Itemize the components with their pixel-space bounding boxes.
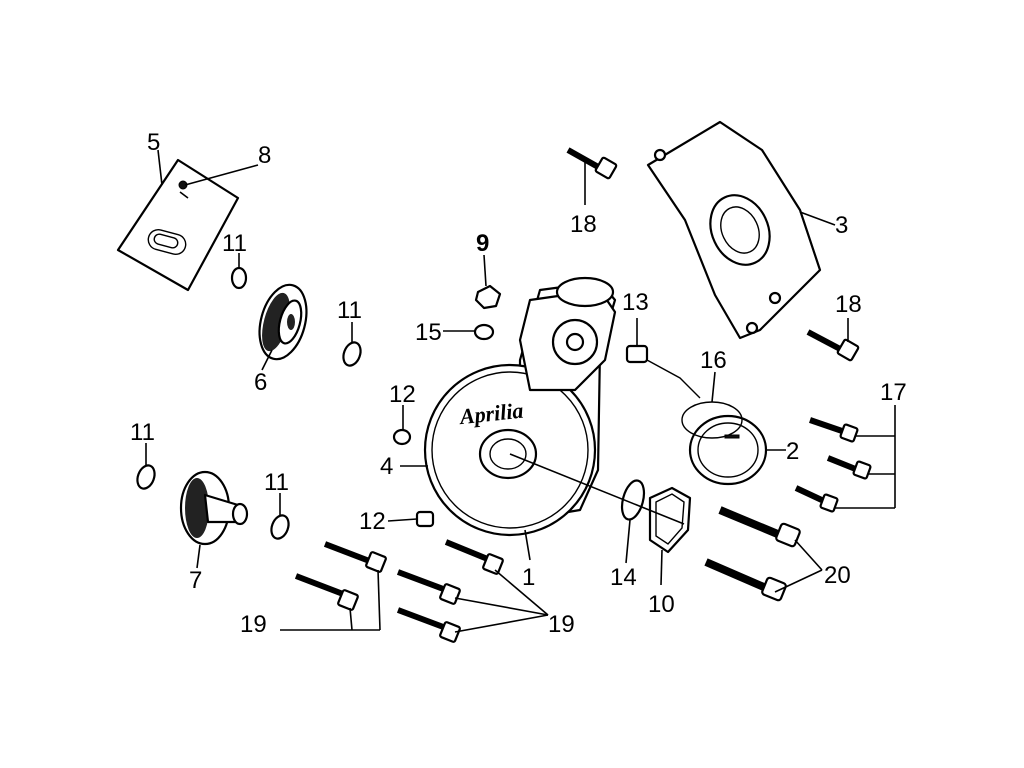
part-14-gasket	[620, 479, 646, 521]
bolt-19c	[444, 539, 504, 575]
bolt-19e	[396, 607, 461, 643]
part-3-upper-cover	[646, 120, 822, 340]
label-10: 10	[648, 591, 675, 618]
label-15: 15	[415, 319, 442, 346]
part-15-plug	[473, 323, 495, 341]
label-2: 2	[786, 438, 799, 465]
part-12b-plug	[415, 510, 435, 528]
bolt-19b	[294, 573, 359, 611]
part-6-gear	[258, 283, 308, 361]
label-1: 1	[522, 564, 535, 591]
bolt-20a	[718, 506, 801, 548]
label-20: 20	[824, 562, 851, 589]
part-9-nut	[474, 284, 502, 310]
label-12b: 12	[359, 508, 386, 535]
label-3: 3	[835, 212, 848, 239]
label-4: 4	[380, 453, 393, 480]
label-8: 8	[258, 142, 271, 169]
label-12a: 12	[389, 381, 416, 408]
bolt-17b	[826, 455, 872, 480]
label-11a: 11	[222, 230, 247, 257]
label-19a: 19	[240, 611, 267, 638]
part-13-sensor	[625, 344, 701, 399]
bolt-19a	[323, 541, 387, 573]
part-12a-plug	[392, 428, 412, 446]
bolt-18a	[566, 147, 618, 180]
bolt-20b	[704, 558, 787, 602]
part-7-impeller	[179, 470, 249, 546]
label-9: 9	[476, 230, 489, 257]
bolt-18b	[806, 329, 860, 362]
label-17: 17	[880, 379, 907, 406]
washer-11a	[230, 266, 248, 290]
label-11d: 11	[264, 469, 289, 496]
label-14: 14	[610, 564, 637, 591]
washer-11c	[136, 464, 156, 490]
label-18a: 18	[570, 211, 597, 238]
washer-11b	[342, 341, 362, 367]
label-11b: 11	[337, 297, 362, 324]
label-13: 13	[622, 289, 649, 316]
part-10-gasket	[648, 486, 692, 554]
leader-lines	[145, 149, 896, 633]
label-11c: 11	[130, 419, 155, 446]
bolt-19d	[396, 569, 461, 605]
part-5-cover-plate	[116, 158, 240, 292]
pump-housing	[518, 276, 617, 392]
label-18b: 18	[835, 291, 862, 318]
part-8-small-screw	[178, 180, 189, 199]
label-6: 6	[254, 369, 267, 396]
bolt-17a	[809, 417, 859, 443]
label-16: 16	[700, 347, 727, 374]
part-2-small-cover	[688, 414, 768, 486]
washer-11d	[270, 514, 290, 540]
bolt-17c	[794, 485, 839, 513]
label-7: 7	[189, 567, 202, 594]
label-5: 5	[147, 129, 160, 156]
label-19b: 19	[548, 611, 575, 638]
